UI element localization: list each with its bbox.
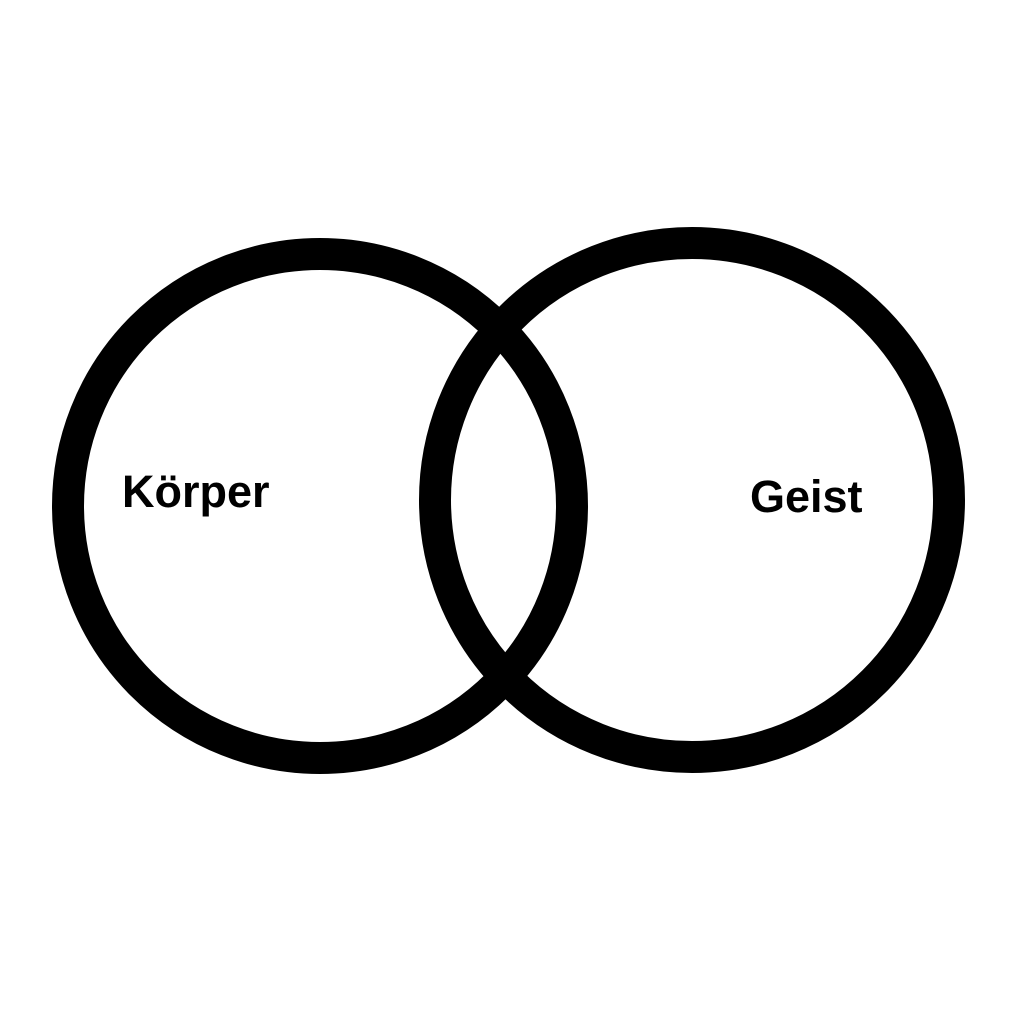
set-label-koerper: Körper [122,466,270,517]
set-circle-geist [419,227,965,773]
set-circle-koerper [52,238,588,774]
set-label-geist: Geist [750,471,863,522]
